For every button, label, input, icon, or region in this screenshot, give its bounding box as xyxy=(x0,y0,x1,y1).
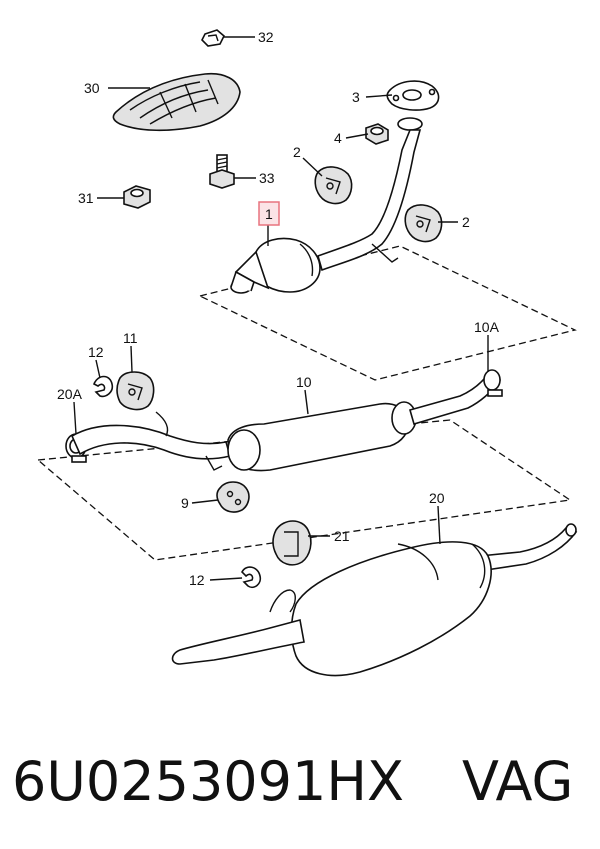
rubber-mount-part-2b xyxy=(404,204,443,243)
callout-12a: 12 xyxy=(88,344,104,360)
flange-gasket-part-3 xyxy=(386,80,440,111)
leader-11 xyxy=(130,345,133,373)
callout-2b: 2 xyxy=(462,214,470,230)
rear-silencer-part-20 xyxy=(171,523,578,677)
callout-10: 10 xyxy=(296,374,312,390)
callout-31: 31 xyxy=(78,190,94,206)
callout-1: 1 xyxy=(265,206,273,222)
rubber-mount-part-21 xyxy=(272,520,312,566)
clip-part-32 xyxy=(201,29,225,47)
nut-part-4 xyxy=(365,123,389,145)
callout-4: 4 xyxy=(334,130,342,146)
callout-21: 21 xyxy=(334,528,350,544)
part-number: 6U0253091HX xyxy=(12,750,404,813)
leader-3 xyxy=(365,94,393,98)
highlight-box-part-1 xyxy=(258,201,280,226)
clamp-part-12b xyxy=(241,566,262,589)
callout-12b: 12 xyxy=(189,572,205,588)
leader-20 xyxy=(437,505,441,545)
leader-20a xyxy=(73,401,77,435)
callout-20: 20 xyxy=(429,490,445,506)
callout-2a: 2 xyxy=(293,144,301,160)
callout-3: 3 xyxy=(352,89,360,105)
leader-12a xyxy=(95,359,101,379)
rubber-mount-part-9 xyxy=(216,481,250,513)
clamp-part-12a xyxy=(92,375,114,398)
leader-2a xyxy=(302,157,323,177)
leader-9 xyxy=(191,499,219,504)
nut-part-31 xyxy=(123,185,151,209)
heat-shield-part-30 xyxy=(112,72,241,132)
callout-11: 11 xyxy=(123,330,138,346)
front-pipe-catalytic-converter-part-1 xyxy=(230,117,423,294)
leader-4 xyxy=(345,133,369,139)
callout-33: 33 xyxy=(259,170,275,186)
callout-32: 32 xyxy=(258,29,274,45)
brand-label: VAG xyxy=(462,750,573,813)
callout-30: 30 xyxy=(84,80,100,96)
callout-9: 9 xyxy=(181,495,189,511)
rubber-mount-part-2a xyxy=(314,166,353,205)
leader-12b xyxy=(209,577,243,581)
bolt-part-33 xyxy=(209,154,235,189)
rubber-mount-part-11 xyxy=(116,371,155,411)
leader-10 xyxy=(304,389,309,415)
middle-silencer-part-10 xyxy=(70,369,503,472)
callout-20a: 20A xyxy=(57,386,83,402)
callout-10a: 10A xyxy=(474,319,500,335)
